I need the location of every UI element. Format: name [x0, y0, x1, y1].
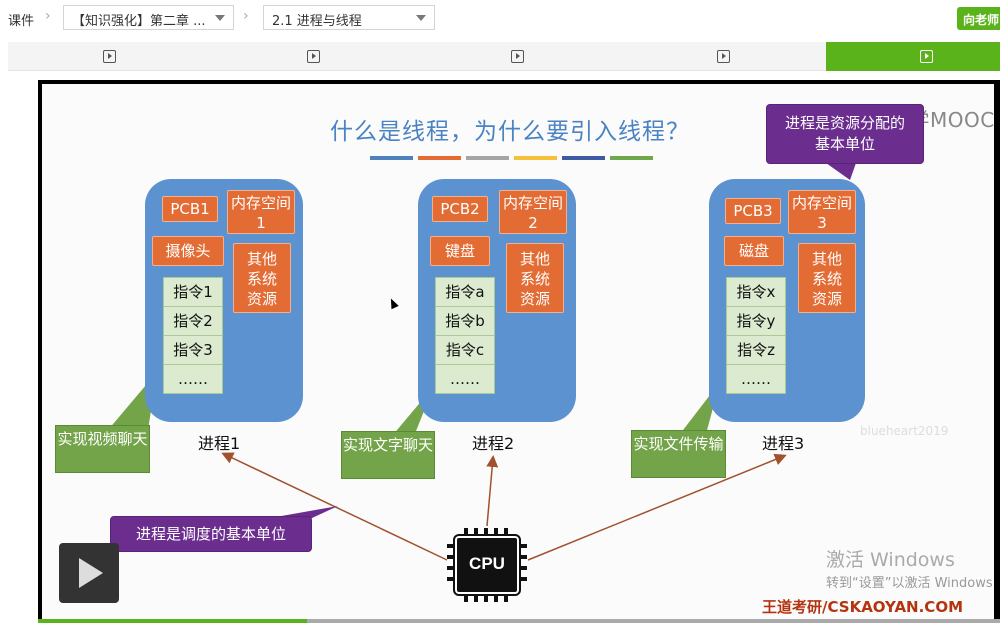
callout-file-transfer: 实现文件传输 — [631, 430, 726, 478]
device-keyboard: 键盘 — [430, 236, 490, 266]
tab-video-2[interactable] — [212, 42, 416, 71]
instruction-item: 指令b — [435, 306, 495, 336]
title-underline-segment — [562, 156, 605, 160]
caret-down-icon — [416, 15, 426, 21]
instruction-item: 指令x — [726, 277, 786, 307]
chevron-right-icon: › — [45, 8, 51, 24]
chevron-right-icon: › — [243, 8, 249, 24]
lecture-slide: 中国大学MOOC 什么是线程，为什么要引入线程？ PC — [42, 84, 994, 619]
memory-space-3: 内存空间3 — [788, 190, 856, 234]
play-icon — [103, 50, 116, 63]
pcb-2: PCB2 — [432, 196, 488, 222]
title-underline-segment — [466, 156, 509, 160]
tab-video-5[interactable] — [826, 42, 1000, 71]
title-underline-segment — [610, 156, 653, 160]
play-icon — [511, 50, 524, 63]
callout-text-chat: 实现文字聊天 — [341, 431, 435, 479]
section-select[interactable]: 2.1 进程与线程 — [263, 5, 435, 30]
process-1-label: 进程1 — [198, 434, 241, 453]
chapter-select-value: 【知识强化】第二章 ... — [72, 14, 206, 29]
tab-video-3[interactable] — [416, 42, 620, 71]
site-credit: 王道考研/CSKAOYAN.COM — [762, 598, 963, 616]
ask-teacher-button[interactable]: 向老师 — [957, 7, 1000, 30]
instruction-item: 指令y — [726, 306, 786, 336]
other-resources-3: 其他系统资源 — [798, 243, 856, 313]
cpu-chip-icon: CPU — [453, 534, 521, 596]
play-icon — [717, 50, 730, 63]
play-button[interactable] — [59, 543, 119, 603]
instruction-item: 指令2 — [163, 306, 223, 336]
instruction-item: 指令a — [435, 277, 495, 307]
breadcrumb-root[interactable]: 课件 — [8, 14, 35, 29]
watermark: blueheart2019 — [860, 424, 949, 438]
title-underline-segment — [514, 156, 557, 160]
section-select-value: 2.1 进程与线程 — [272, 14, 362, 29]
instruction-item: 指令c — [435, 335, 495, 365]
callout-video-chat: 实现视频聊天 — [55, 425, 150, 473]
slide-title: 什么是线程，为什么要引入线程？ — [330, 119, 690, 145]
progress-bar[interactable] — [38, 619, 1000, 623]
memory-space-2: 内存空间2 — [499, 190, 567, 234]
instruction-item: …… — [726, 364, 786, 394]
cpu-label: CPU — [469, 554, 505, 573]
title-underline-segment — [370, 156, 413, 160]
other-resources-1: 其他系统资源 — [233, 243, 291, 313]
process-3-label: 进程3 — [762, 434, 805, 453]
progress-fill — [38, 619, 308, 623]
top-bar: 课件 › 【知识强化】第二章 ... › 2.1 进程与线程 向老师 — [0, 0, 1000, 38]
device-disk: 磁盘 — [724, 236, 784, 266]
activate-windows-title: 激活 Windows — [826, 549, 955, 571]
process-2-label: 进程2 — [472, 434, 515, 453]
other-resources-2: 其他系统资源 — [506, 243, 564, 313]
cpu-pins — [447, 528, 527, 602]
instruction-item: 指令3 — [163, 335, 223, 365]
video-tabs — [8, 42, 1000, 71]
callout-resource-unit: 进程是资源分配的基本单位 — [766, 104, 924, 164]
chapter-select[interactable]: 【知识强化】第二章 ... — [63, 5, 234, 30]
play-icon — [920, 50, 933, 63]
instruction-item: 指令z — [726, 335, 786, 365]
caret-down-icon — [215, 15, 225, 21]
memory-space-1: 内存空间1 — [227, 190, 295, 234]
activate-windows-subtitle: 转到“设置”以激活 Windows — [826, 576, 993, 591]
instruction-item: …… — [163, 364, 223, 394]
device-camera: 摄像头 — [152, 236, 224, 266]
instruction-item: …… — [435, 364, 495, 394]
instruction-item: 指令1 — [163, 277, 223, 307]
callout-schedule-unit: 进程是调度的基本单位 — [110, 516, 312, 552]
title-underline-segment — [418, 156, 461, 160]
play-icon — [307, 50, 320, 63]
tab-video-1[interactable] — [8, 42, 212, 71]
pcb-3: PCB3 — [725, 198, 781, 224]
tab-video-4[interactable] — [620, 42, 826, 71]
pcb-1: PCB1 — [162, 196, 218, 222]
